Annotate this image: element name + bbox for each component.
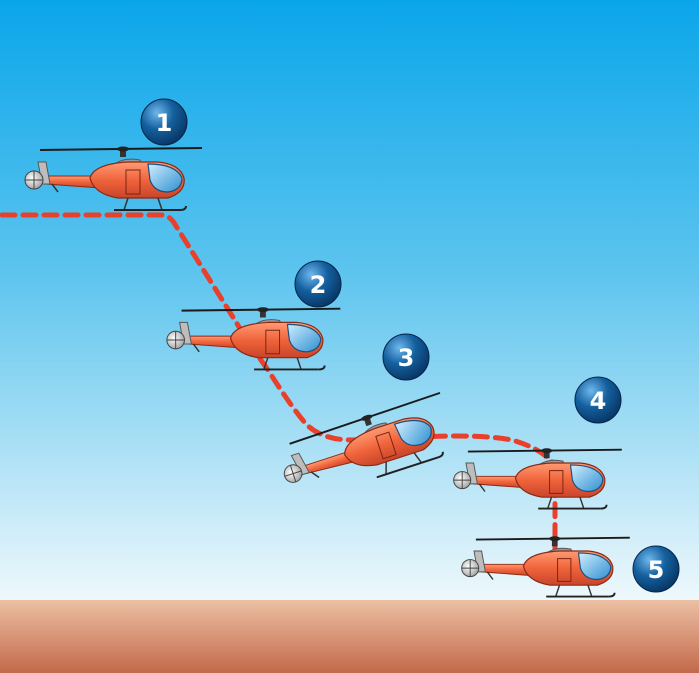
- step-badge-5-label: 5: [648, 556, 665, 584]
- step-badge-1-label: 1: [156, 109, 173, 137]
- step-badge-4: 4: [574, 376, 622, 424]
- step-badge-4-label: 4: [590, 387, 607, 415]
- step-badge-3: 3: [382, 333, 430, 381]
- step-badge-3-label: 3: [398, 344, 415, 372]
- step-badge-2: 2: [294, 260, 342, 308]
- sky-background: [0, 0, 699, 600]
- ground: [0, 600, 699, 673]
- step-badge-5: 5: [632, 545, 680, 593]
- flight-path: [0, 212, 558, 563]
- step-badge-1: 1: [140, 98, 188, 146]
- step-badge-2-label: 2: [310, 271, 327, 299]
